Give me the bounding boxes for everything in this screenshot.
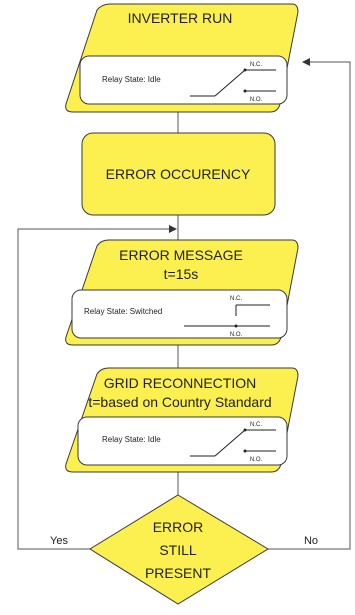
relay-switch-icon-3 xyxy=(190,428,276,457)
step-grid-reconnection-title: GRID RECONNECTION xyxy=(104,375,256,391)
step-error-message-title: ERROR MESSAGE xyxy=(119,247,243,263)
relay-switch-icon-2 xyxy=(184,304,270,328)
relay-panel-3 xyxy=(77,416,288,466)
decision-line-2: STILL xyxy=(159,542,197,558)
no-label: No xyxy=(304,535,318,547)
no-loop-arrow xyxy=(268,58,351,550)
step-error-occurency-title: ERROR OCCURENCY xyxy=(106,166,251,182)
relay-state-2: Relay State: Switched xyxy=(84,307,162,316)
step-error-occurency: ERROR OCCURENCY xyxy=(81,132,276,216)
connectors xyxy=(17,58,351,550)
step-inverter-run: INVERTER RUN Relay State: Idle N.C. N.O. xyxy=(65,3,299,113)
decision-line-1: ERROR xyxy=(153,519,204,535)
step-error-message-subtitle: t=15s xyxy=(164,266,199,282)
step-inverter-run-title: INVERTER RUN xyxy=(128,10,233,26)
no-label-2: N.O. xyxy=(230,332,243,338)
yes-label: Yes xyxy=(50,535,68,547)
yes-loop-arrow xyxy=(17,225,177,550)
relay-state-3: Relay State: Idle xyxy=(102,435,161,444)
step-grid-reconnection-subtitle: t=based on Country Standard xyxy=(88,394,271,410)
no-label-3: N.O. xyxy=(250,457,263,463)
no-label-1: N.O. xyxy=(250,97,263,103)
decision-diamond xyxy=(89,494,269,605)
step-grid-reconnection: GRID RECONNECTION t=based on Country Sta… xyxy=(65,367,299,473)
nc-label-2: N.C. xyxy=(230,296,242,302)
relay-state-1: Relay State: Idle xyxy=(102,75,161,84)
decision-line-3: PRESENT xyxy=(145,565,212,581)
nc-label-3: N.C. xyxy=(250,422,262,428)
relay-switch-icon-1 xyxy=(190,68,276,97)
step-error-message: ERROR MESSAGE t=15s Relay State: Switche… xyxy=(65,239,299,346)
nc-label-1: N.C. xyxy=(250,62,262,68)
decision-error-still-present: ERROR STILL PRESENT Yes No xyxy=(50,494,318,605)
step-error-occurency-box xyxy=(81,132,276,216)
relay-panel-1 xyxy=(79,55,288,105)
